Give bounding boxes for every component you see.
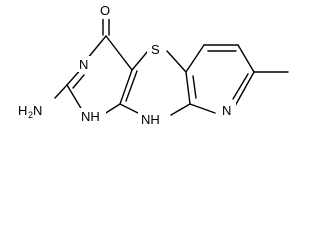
chemical-structure-diagram: O S N N NH NH H 2 N <box>13 1 289 129</box>
bond-c5a-c6 <box>185 44 205 73</box>
amino-n-label: N <box>33 103 42 118</box>
amino-h-label: H <box>18 103 27 118</box>
bond-c7-c8 <box>237 44 255 73</box>
bond-c2-nh2 <box>54 84 68 99</box>
bond-c4a-c4 <box>105 35 133 71</box>
bond-c9a-c5a-inner <box>192 75 197 99</box>
bond-c8-c9 <box>234 71 255 107</box>
bond-n3-c2-double <box>72 74 85 89</box>
bond-n-c9a <box>189 103 216 114</box>
ring-nh-label: NH <box>81 109 100 124</box>
bond-c4a-s <box>131 50 149 71</box>
bond-c8a-c4a-a <box>119 69 133 105</box>
bond-c2-n1 <box>66 84 83 111</box>
amino-subscript-label: 2 <box>28 110 33 120</box>
sulfur-label: S <box>151 42 160 57</box>
bond-c4-n3 <box>86 35 107 60</box>
bridge-nh-label: NH <box>141 112 160 127</box>
bond-s-c5a <box>166 50 187 73</box>
molecule-canvas: O S N N NH NH H 2 N <box>13 1 289 129</box>
oxygen-label: O <box>100 3 110 18</box>
bond-c5a-c9a <box>185 71 191 105</box>
atom-labels: O S N N NH NH H 2 N <box>13 1 236 129</box>
bond-c8a-c4a-b <box>125 70 138 102</box>
bond-c8-c9-b <box>232 73 249 100</box>
pyridine-nitrogen-label: N <box>222 103 231 118</box>
nitrogen-top-label: N <box>79 57 88 72</box>
bond-nh-c9a <box>170 103 191 116</box>
